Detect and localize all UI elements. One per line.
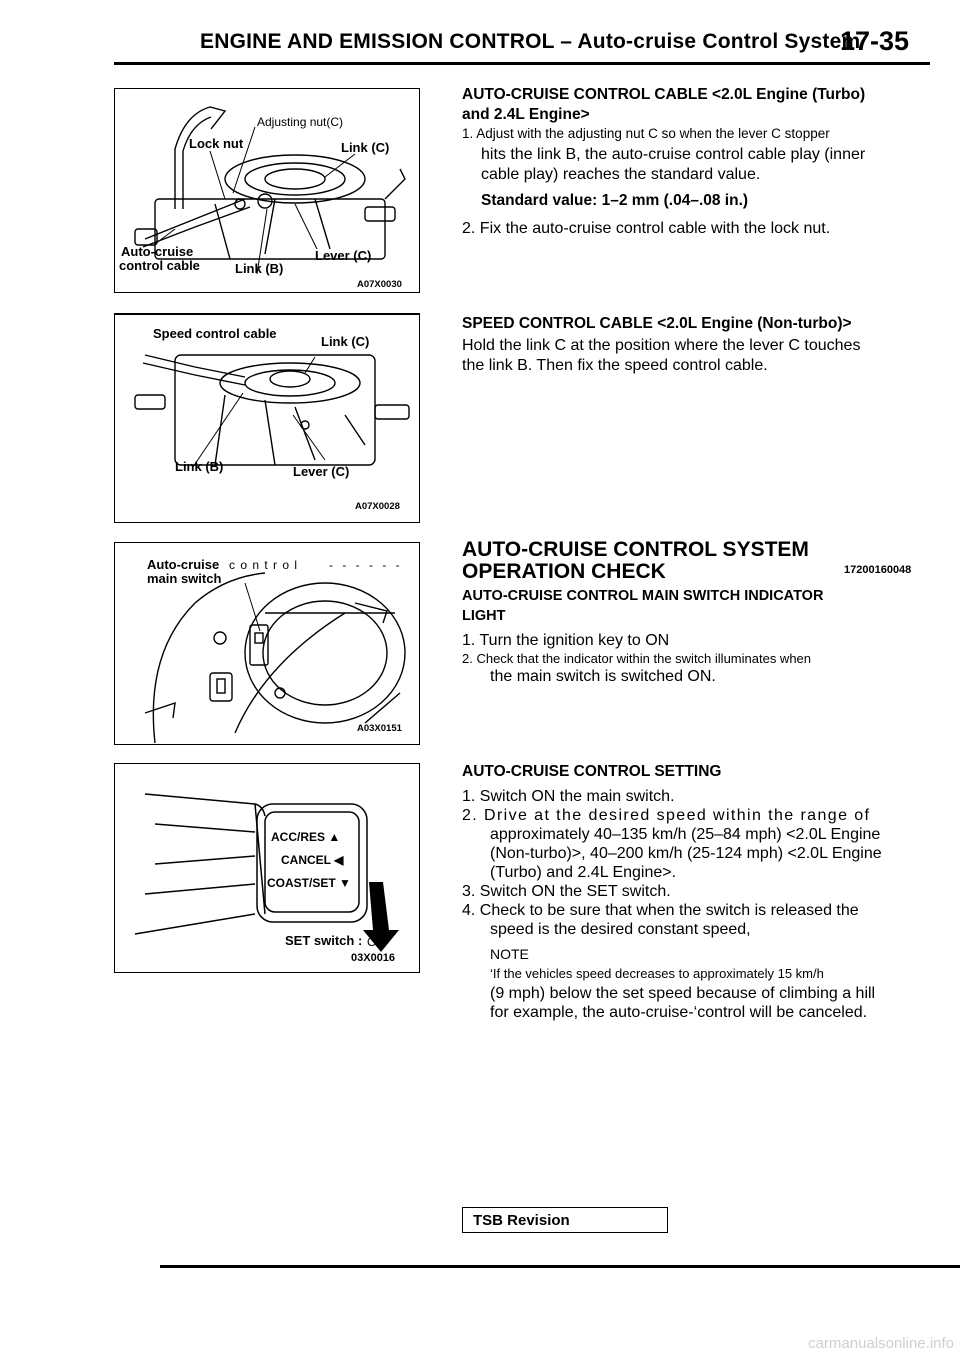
section4-step1: 1. Switch ON the main switch. [462, 788, 675, 805]
label-set-switch: SET switch : [285, 933, 363, 948]
cable-adjustment-drawing [134, 106, 406, 275]
section4-step2-line1: 2. Drive at the desired speed within the… [462, 807, 871, 824]
section3-step1: 1. Turn the ignition key to ON [462, 632, 670, 649]
figure-main-switch: Auto-cruise c o n t r o l - - - - - - ma… [114, 542, 420, 745]
watermark: carmanualsonline.info [808, 1335, 954, 1352]
tsb-revision-box: TSB Revision [462, 1207, 668, 1233]
figure-set-switch: ACC/RES ▲ CANCEL ◀ COAST/SET ▼ SET switc… [114, 763, 420, 973]
label-auto-cruise-cable-line2: control cable [119, 258, 200, 273]
figure-speed-control-cable: Speed control cable Link (C) Link (B) Le… [114, 313, 420, 523]
label-coast-set: COAST/SET ▼ [267, 876, 351, 890]
footer-rule [160, 1265, 960, 1268]
note-line2: (9 mph) below the set speed because of c… [490, 985, 876, 1002]
section4-step2-line4: (Turbo) and 2.4L Engine>. [490, 864, 677, 881]
section1-step1-line2: hits the link B, the auto-cruise control… [481, 146, 866, 163]
section4-step2-line2: approximately 40–135 km/h (25–84 mph) <2… [490, 826, 881, 843]
tsb-revision-label: TSB Revision [473, 1212, 570, 1229]
note-label: NOTE [490, 946, 529, 962]
label-dash-leader: - - - - - - [329, 558, 403, 572]
label-adjusting-nut: Adjusting nut(C) [257, 115, 344, 129]
label-auto-cruise-line1: Auto-cruise [147, 557, 220, 572]
label-auto-cruise-cable-line1: Auto-cruise [121, 244, 194, 259]
section1-heading-line2: and 2.4L Engine> [462, 106, 590, 123]
header-rule [114, 62, 930, 65]
figure-id: A07X0030 [357, 279, 402, 290]
label-lever-c: Lever (C) [315, 248, 372, 263]
label-on: ON [367, 935, 385, 949]
page-header-title: ENGINE AND EMISSION CONTROL – Auto-cruis… [200, 30, 861, 53]
section1-step2: 2. Fix the auto-cruise control cable wit… [462, 220, 831, 237]
page-number: 17-35 [840, 26, 910, 56]
stalk-switch-drawing [134, 793, 399, 952]
speed-cable-drawing [134, 354, 410, 468]
section3-subheading-line1: AUTO-CRUISE CONTROL MAIN SWITCH INDICATO… [462, 588, 824, 604]
label-lever-c: Lever (C) [293, 464, 350, 479]
standard-value: Standard value: 1–2 mm (.04–.08 in.) [481, 192, 749, 209]
label-link-b: Link (B) [235, 261, 284, 276]
section4-step4-line1: 4. Check to be sure that when the switch… [462, 902, 859, 919]
label-main-switch-line2: main switch [147, 571, 222, 586]
section3-title-line1: AUTO-CRUISE CONTROL SYSTEM [462, 538, 809, 561]
section3-subheading-line2: LIGHT [462, 608, 506, 624]
figure-id: 03X0016 [351, 952, 396, 964]
section3-step2-line2: the main switch is switched ON. [490, 668, 716, 685]
figure-cable-adjustment: Adjusting nut(C) Lock nut Link (C) Auto-… [114, 88, 420, 293]
section1-heading-line1: AUTO-CRUISE CONTROL CABLE <2.0L Engine (… [462, 86, 866, 103]
section2-body-line2: the link B. Then fix the speed control c… [462, 357, 768, 374]
section4-heading: AUTO-CRUISE CONTROL SETTING [462, 763, 722, 780]
section2-body-line1: Hold the link C at the position where th… [462, 337, 861, 354]
section1-step1-line3: cable play) reaches the standard value. [481, 166, 761, 183]
label-lock-nut: Lock nut [189, 136, 244, 151]
note-line3: for example, the auto-cruise-‘control wi… [490, 1004, 868, 1021]
label-speed-control-cable: Speed control cable [153, 326, 277, 341]
section2-heading: SPEED CONTROL CABLE <2.0L Engine (Non-tu… [462, 315, 852, 332]
label-link-b: Link (B) [175, 459, 224, 474]
label-acc-res: ACC/RES ▲ [271, 830, 341, 844]
section1-step1-line1: 1. Adjust with the adjusting nut C so wh… [462, 126, 830, 141]
label-link-c: Link (C) [341, 140, 390, 155]
dashboard-drawing [144, 572, 406, 744]
section3-title-line2: OPERATION CHECK [462, 560, 666, 583]
figure-id: A03X0151 [357, 723, 402, 734]
label-control-word: c o n t r o l [229, 558, 299, 572]
label-link-c: Link (C) [321, 334, 370, 349]
section4-step2-line3: (Non-turbo)>, 40–200 km/h (25-124 mph) <… [490, 845, 882, 862]
section4-step3: 3. Switch ON the SET switch. [462, 883, 671, 900]
figure-id: A07X0028 [355, 501, 400, 512]
section3-step2-line1: 2. Check that the indicator within the s… [462, 651, 812, 666]
note-line1: ‘If the vehicles speed decreases to appr… [490, 966, 824, 981]
label-cancel: CANCEL ◀ [281, 853, 344, 867]
section3-code: 17200160048 [844, 564, 912, 576]
section4-step4-line2: speed is the desired constant speed, [490, 921, 751, 938]
